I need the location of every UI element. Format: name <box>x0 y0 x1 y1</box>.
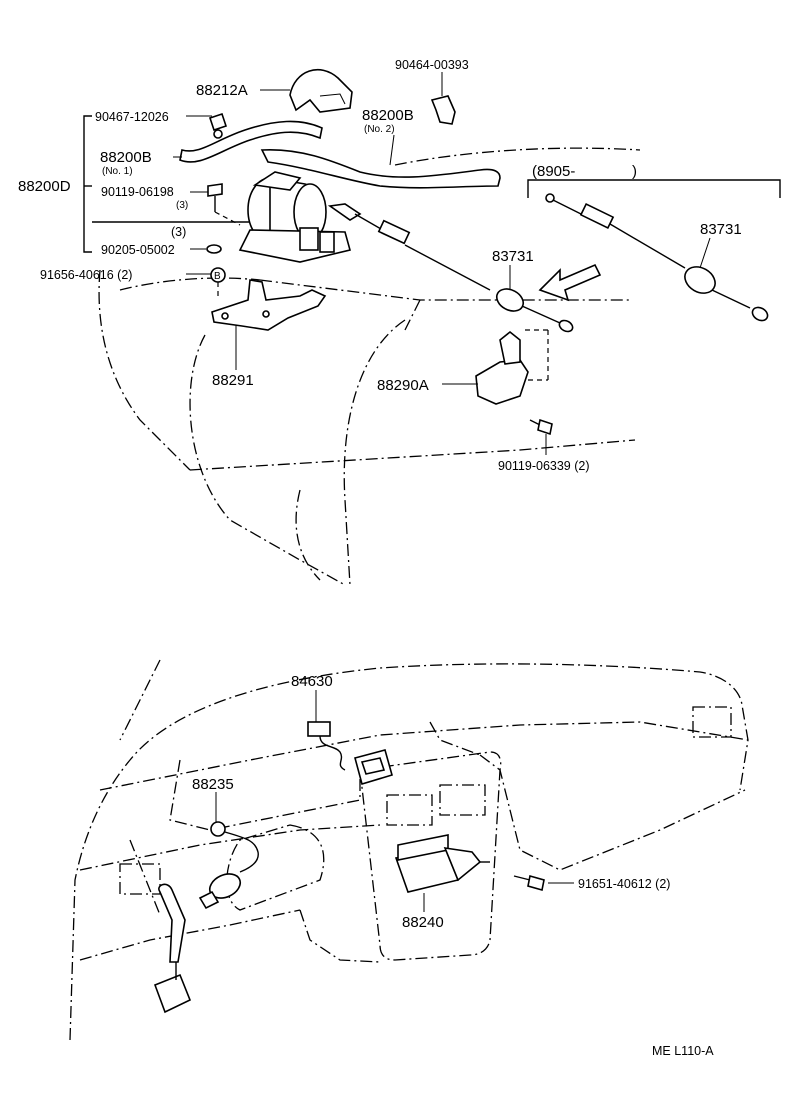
screw-91651 <box>513 874 545 892</box>
hose-clip <box>430 95 456 125</box>
label-90119-06198: 90119-06198 <box>101 185 174 199</box>
direction-arrow <box>538 263 602 302</box>
bolt-90119-06339 <box>529 418 553 436</box>
figure-code: ME L110-A <box>652 1044 714 1058</box>
part-labels: 88212A 90464-00393 90467-12026 88200B (N… <box>18 58 742 931</box>
center-console <box>119 706 732 961</box>
control-cable-right <box>545 193 769 322</box>
label-90205-05002: 90205-05002 <box>101 243 175 257</box>
washer <box>206 244 222 254</box>
pedal <box>153 883 192 1014</box>
clamp <box>208 112 228 139</box>
label-83731-left: 83731 <box>492 248 534 265</box>
dashboard-outline <box>69 659 749 1041</box>
vacuum-hose-no2 <box>260 148 501 189</box>
actuator-assembly <box>238 171 351 263</box>
label-88200B-no1: 88200B <box>100 149 152 166</box>
label-91651-40612: 91651-40612 (2) <box>578 877 670 891</box>
nut-marker <box>210 267 226 300</box>
label-8905-close: ) <box>632 163 637 180</box>
label-88212A: 88212A <box>196 82 248 99</box>
label-90119-06198-qty: (3) <box>176 200 188 211</box>
label-88200B-no1-note: (No. 1) <box>102 166 133 177</box>
label-84630: 84630 <box>291 673 333 690</box>
variant-bracket <box>527 179 781 198</box>
label-91656-marker: B <box>214 271 221 282</box>
bracket-88290A <box>475 329 549 405</box>
label-88291: 88291 <box>212 372 254 389</box>
label-88200B-no2: 88200B <box>362 107 414 124</box>
leader-lines-lower <box>215 690 574 912</box>
label-91656-40616: 91656-40616 (2) <box>40 268 132 282</box>
clutch-switch <box>198 821 259 910</box>
label-88240: 88240 <box>402 914 444 931</box>
cruise-computer <box>394 834 490 893</box>
label-90464-00393: 90464-00393 <box>395 58 469 72</box>
cruise-switch <box>307 721 393 786</box>
label-90467-12026: 90467-12026 <box>95 110 169 124</box>
actuator-cover <box>289 68 353 113</box>
group-bracket-88200D <box>83 115 250 253</box>
label-83731-right: 83731 <box>700 221 742 238</box>
control-cable-left <box>327 203 574 333</box>
bracket-88291 <box>211 279 327 331</box>
leader-lines-upper <box>173 72 711 455</box>
label-3: (3) <box>171 225 186 239</box>
bolt-90119-06198 <box>207 183 241 226</box>
label-88200D: 88200D <box>18 178 71 195</box>
engine-bay-outline <box>98 147 641 586</box>
label-88200B-no2-note: (No. 2) <box>364 124 395 135</box>
label-88235: 88235 <box>192 776 234 793</box>
label-88290A: 88290A <box>377 377 429 394</box>
label-8905: (8905- <box>532 163 575 180</box>
vacuum-hose-no1 <box>179 120 323 163</box>
label-90119-06339: 90119-06339 (2) <box>498 459 590 473</box>
